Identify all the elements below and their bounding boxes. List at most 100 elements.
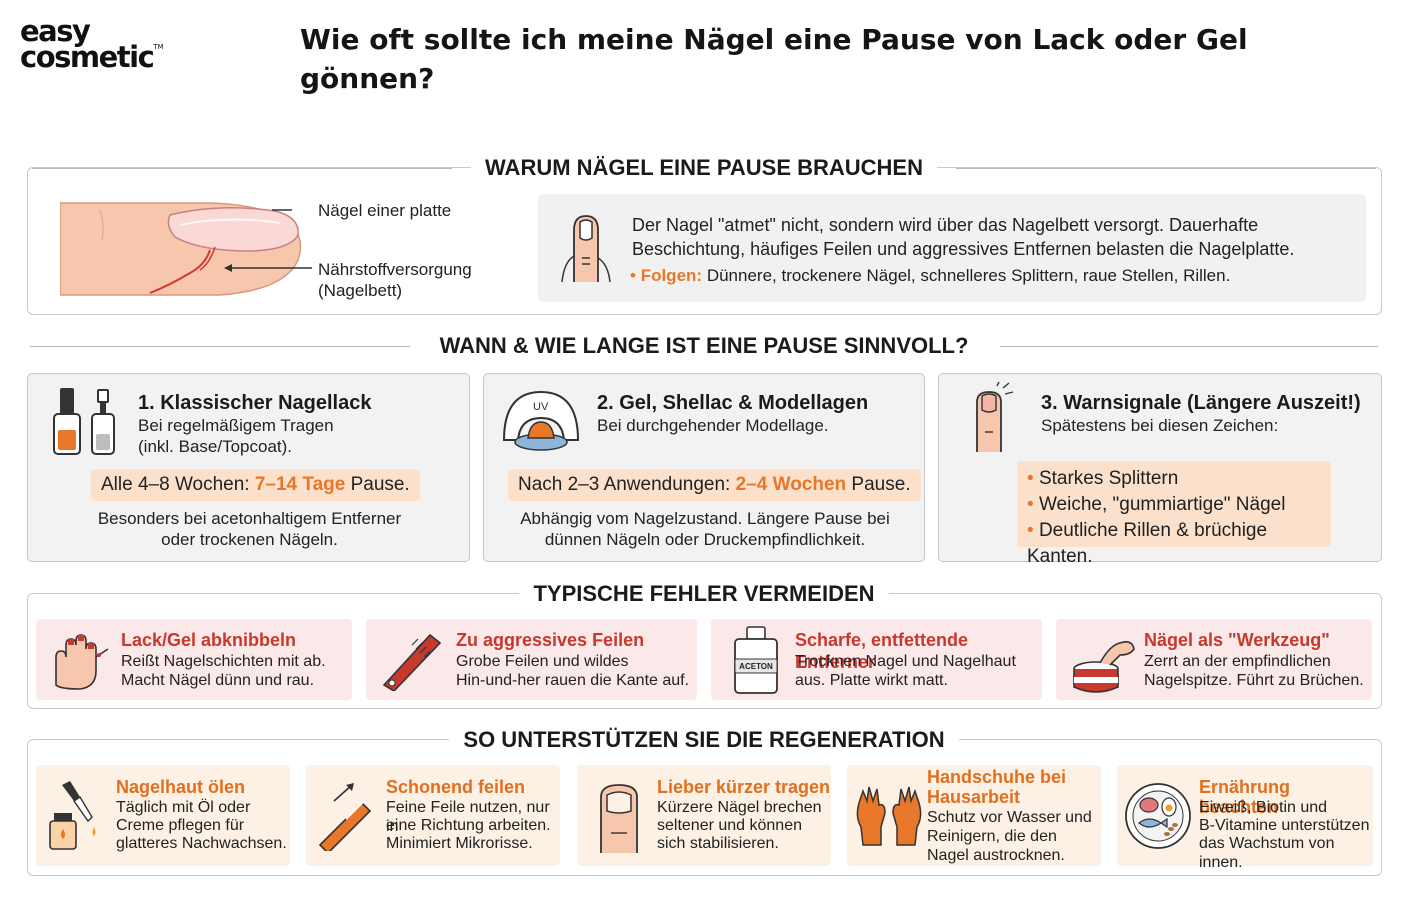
label-nail-bed: (Nagelbett) — [318, 281, 403, 300]
tip-text-3: sich stabilisieren. — [657, 835, 779, 852]
mistake-text: Trocknen Nagel und Nagelhaut — [795, 653, 1016, 670]
brand-logo-line1: easy — [20, 14, 91, 48]
card-title: 1. Klassischer Nagellack — [138, 392, 372, 414]
label-nutrient-supply: Nährstoffversorgung — [318, 260, 472, 279]
card-title: 2. Gel, Shellac & Modellagen — [597, 392, 869, 414]
why-heading: WARUM NÄGEL EINE PAUSE BRAUCHEN — [471, 153, 937, 183]
mistake-text: Reißt Nagelschichten mit ab. — [121, 653, 326, 670]
card-subtitle: Bei durchgehender Modellage. — [597, 416, 829, 435]
pause-card-nail-polish: 1. Klassischer Nagellack Bei regelmäßige… — [27, 373, 470, 562]
finger-nail-illustration — [60, 202, 302, 296]
list-item: • Starkes Splittern — [1027, 468, 1179, 489]
tip-title: Nagelhaut ölen — [116, 777, 246, 797]
regen-heading-bar: SO UNTERSTÜTZEN SIE DIE REGENERATION — [0, 725, 1408, 755]
tip-text: Eiweiß, Biotin und — [1199, 799, 1328, 816]
mistake-text-2: aus. Platte wirkt matt. — [795, 672, 948, 689]
card-note-2: oder trockenen Nägeln. — [161, 530, 338, 549]
pill-highlight: 7–14 Tage — [254, 474, 346, 495]
tip-text-2: seltener und können — [657, 817, 802, 834]
tip-text: Schutz vor Wasser und — [927, 809, 1092, 826]
acetone-bottle-icon: ACETON — [734, 626, 778, 694]
mistake-card-filing: Zu aggressives Feilen Grobe Feilen und w… — [366, 619, 697, 700]
pill-suffix: Pause. — [846, 474, 911, 495]
pause-card-gel: UV 2. Gel, Shellac & Modellagen Bei durc… — [483, 373, 925, 562]
brand-logo: easy cosmeticTM — [20, 14, 180, 72]
consequences-label: Folgen: — [640, 266, 703, 285]
card-subtitle: Spätestens bei diesen Zeichen: — [1041, 416, 1279, 435]
tip-title: Ernährung beachten — [1199, 777, 1291, 817]
uv-lamp-icon: UV — [502, 390, 580, 451]
card-subtitle: Bei regelmäßigem Tragen — [138, 416, 334, 435]
card-subtitle-2: (inkl. Base/Topcoat). — [138, 437, 293, 456]
tip-text-2: Reinigern, die den — [927, 828, 1057, 845]
pause-recommendation: Nach 2–3 Anwendungen: 2–4 Wochen Pause. — [508, 469, 921, 501]
why-info-card: Der Nagel "atmet" nicht, sondern wird üb… — [538, 194, 1366, 302]
card-note: Abhängig vom Nagelzustand. Längere Pause… — [520, 509, 890, 528]
gloves-icon — [856, 786, 922, 846]
consequences-text: Dünnere, trockenere Nägel, schnelleres S… — [706, 266, 1231, 285]
brand-logo-word: cosmetic — [20, 40, 155, 75]
nail-file-icon — [382, 633, 442, 691]
warning-sign: Starkes Splittern — [1038, 468, 1179, 489]
tip-card-cuticle-oil: Nagelhaut ölen Täglich mit Öl oder Creme… — [36, 765, 290, 866]
can-opening-icon — [1073, 641, 1135, 693]
tip-card-nutrition: Ernährung beachten Eiweiß, Biotin und B-… — [1117, 765, 1373, 871]
tip-text-2: eine Richtung arbeiten. — [386, 817, 551, 834]
when-heading: WANN & WIE LANGE IST EINE PAUSE SINNVOLL… — [425, 331, 983, 361]
tip-text-3: Minimiert Mikrorisse. — [386, 835, 533, 852]
warning-sign: Deutliche Rillen & brüchige Kanten. — [1027, 520, 1268, 567]
tip-text-3: das Wachstum von innen. — [1199, 835, 1335, 871]
trademark-mark: TM — [153, 43, 164, 52]
mistake-text: Grobe Feilen und wildes — [456, 653, 629, 670]
annotation-lines — [224, 209, 312, 272]
tip-text: Feine Feile nutzen, nur in — [386, 799, 550, 835]
mistakes-heading-bar: TYPISCHE FEHLER VERMEIDEN — [0, 579, 1408, 609]
tip-text: Kürzere Nägel brechen — [657, 799, 822, 816]
damaged-nail-icon — [976, 382, 1014, 452]
regen-heading: SO UNTERSTÜTZEN SIE DIE REGENERATION — [449, 725, 959, 755]
tip-title: Lieber kürzer tragen — [657, 777, 831, 797]
mistake-card-tool: Nägel als "Werkzeug" Zerrt an der empfin… — [1056, 619, 1372, 700]
list-item: • Weiche, "gummiartige" Nägel — [1027, 494, 1286, 515]
mistakes-heading: TYPISCHE FEHLER VERMEIDEN — [519, 579, 889, 609]
mistake-text-2: Macht Nägel dünn und rau. — [121, 672, 315, 689]
pill-prefix: Nach 2–3 Anwendungen: — [518, 474, 736, 495]
why-description: Der Nagel "atmet" nicht, sondern wird üb… — [632, 215, 1295, 259]
warning-signs-list: • Starkes Splittern • Weiche, "gummiarti… — [1017, 461, 1331, 567]
when-heading-bar: WANN & WIE LANGE IST EINE PAUSE SINNVOLL… — [0, 331, 1408, 361]
mistake-title: Zu aggressives Feilen — [456, 630, 645, 650]
healthy-food-plate-icon — [1125, 783, 1191, 849]
mistake-title: Lack/Gel abknibbeln — [121, 630, 297, 650]
why-consequences: • Folgen: Dünnere, trockenere Nägel, sch… — [630, 265, 1230, 287]
mistake-text-2: Nagelspitze. Führt zu Brüchen. — [1144, 672, 1364, 689]
mistake-card-remover: ACETON Scharfe, entfettende Entferner Tr… — [711, 619, 1042, 700]
bullet-dot: • — [630, 266, 636, 285]
tip-text-3: glatteres Nachwachsen. — [116, 835, 287, 852]
nail-polish-bottles-icon — [53, 388, 115, 455]
oil-dropper-icon — [49, 781, 96, 850]
mistake-title: Nägel als "Werkzeug" — [1144, 630, 1330, 650]
uv-lamp-label: UV — [533, 401, 549, 413]
short-nail-icon — [600, 784, 638, 853]
tip-title: Handschuhe bei — [927, 767, 1067, 787]
acetone-label: ACETON — [739, 662, 773, 671]
mistake-title: Scharfe, entfettende Entferner — [795, 630, 969, 672]
pill-suffix: Pause. — [345, 474, 410, 495]
tip-text-2: Creme pflegen für — [116, 817, 245, 834]
brand-logo-line2: cosmeticTM — [20, 43, 180, 72]
mistake-text: Zerrt an der empfindlichen — [1144, 653, 1331, 670]
finger-icon — [561, 215, 611, 283]
card-note-2: dünnen Nägeln oder Druckempfindlichkeit. — [544, 530, 866, 549]
label-nail-plate: Nägel einer platte — [318, 201, 452, 220]
why-heading-bar: WARUM NÄGEL EINE PAUSE BRAUCHEN — [0, 153, 1408, 183]
card-note: Besonders bei acetonhaltigem Entferner — [97, 509, 402, 528]
mistake-text-2: Hin-und-her rauen die Kante auf. — [456, 672, 690, 689]
pause-card-warning-signs: 3. Warnsignale (Längere Auszeit!) Spätes… — [938, 373, 1382, 567]
mistake-card-picking: Lack/Gel abknibbeln Reißt Nagelschichten… — [36, 619, 352, 700]
tip-card-gentle-filing: Schonend feilen Feine Feile nutzen, nur … — [306, 765, 560, 866]
tip-text-2: B-Vitamine unterstützen — [1199, 817, 1370, 834]
warning-sign: Weiche, "gummiartige" Nägel — [1038, 494, 1286, 515]
pause-recommendation: Alle 4–8 Wochen: 7–14 Tage Pause. — [91, 469, 420, 501]
tip-card-short-nails: Lieber kürzer tragen Kürzere Nägel brech… — [577, 765, 831, 866]
page-title: Wie oft sollte ich meine Nägel eine Paus… — [300, 23, 1248, 95]
